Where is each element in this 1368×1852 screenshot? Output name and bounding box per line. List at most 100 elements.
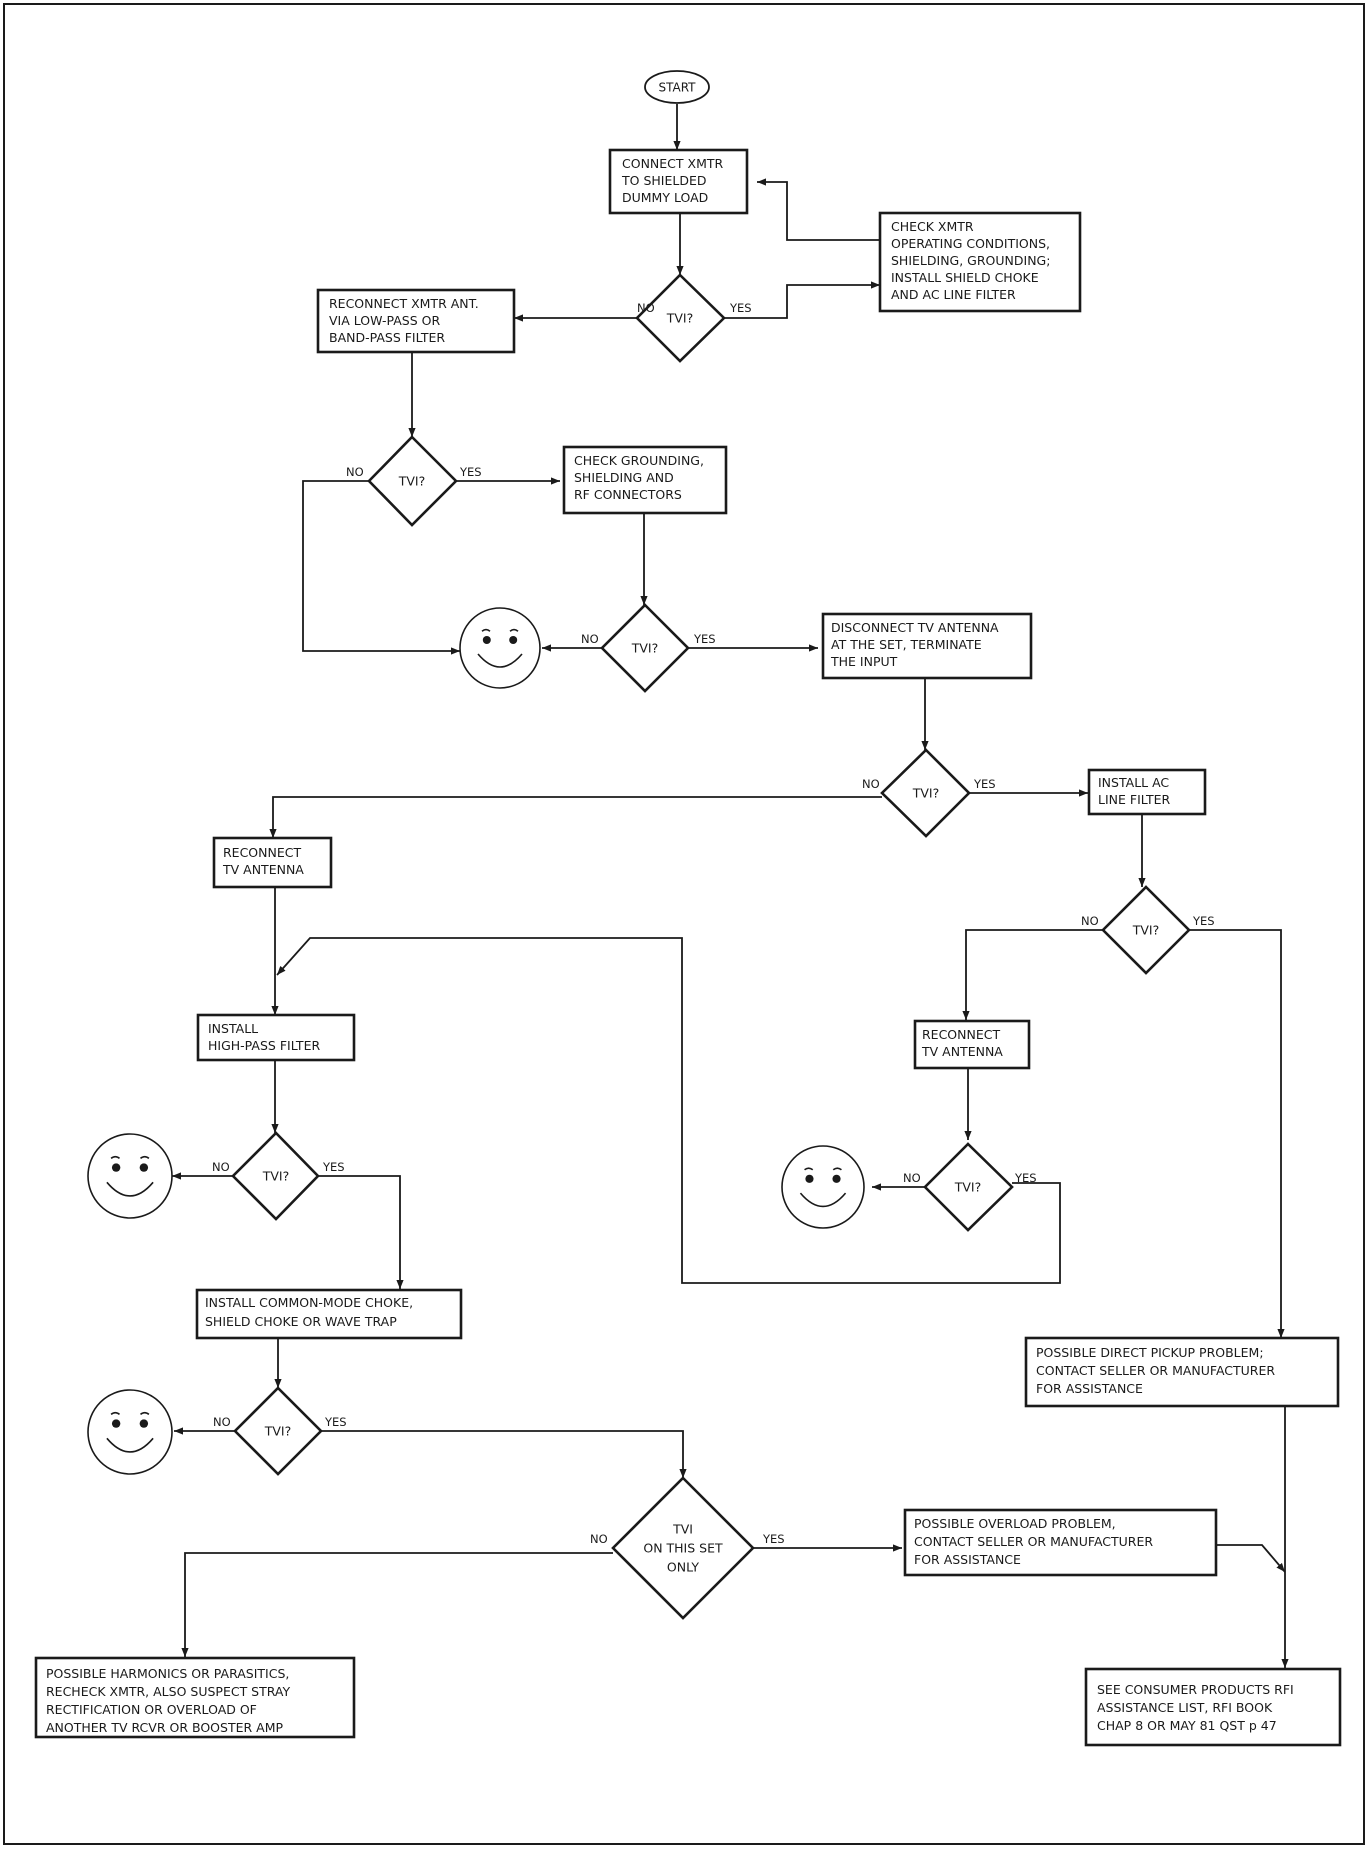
- smiley-face-2-icon: [87, 1133, 173, 1219]
- arrow-d5-yes: [1189, 929, 1285, 1338]
- arrow-d9-no: [181, 1552, 613, 1657]
- b-disconnect-line-2: AT THE SET, TERMINATE: [831, 637, 982, 652]
- box-install-common-mode: [195, 1288, 463, 1340]
- decision-d9-label-1: TVI: [672, 1522, 693, 1537]
- b-commonmode-line-2: SHIELD CHOKE OR WAVE TRAP: [205, 1314, 397, 1329]
- decision-d9-yes-label: YES: [762, 1532, 785, 1546]
- box-overload-problem: [903, 1508, 1218, 1577]
- b-harmonics-line-4: ANOTHER TV RCVR OR BOOSTER AMP: [46, 1720, 283, 1735]
- b-direct-line-1: POSSIBLE DIRECT PICKUP PROBLEM;: [1036, 1345, 1264, 1360]
- box-connect-xmtr: [608, 148, 749, 215]
- b-direct-line-3: FOR ASSISTANCE: [1036, 1381, 1143, 1396]
- faces-group: [87, 607, 865, 1475]
- box-disconnect-tv-antenna: [821, 612, 1033, 680]
- decision-d8-label-1: TVI?: [954, 1180, 982, 1195]
- decision-d3-label-1: TVI?: [631, 641, 659, 656]
- b-installac-line-2: LINE FILTER: [1098, 792, 1171, 807]
- decision-d5-label-1: TVI?: [1132, 923, 1160, 938]
- box-reconnect-tv-antenna-1: [212, 836, 333, 889]
- b-reconnect-tv1-line-1: RECONNECT: [223, 845, 301, 860]
- decision-d9-label-2: ON THIS SET: [643, 1541, 723, 1556]
- box-direct-pickup: [1024, 1336, 1340, 1408]
- decision-diamond-6: [231, 1131, 320, 1221]
- decision-diamond-9: [611, 1476, 755, 1620]
- box-reconnect-xmtr-ant: [316, 288, 516, 354]
- arrow-d7-yes: [321, 1430, 687, 1478]
- b-checkxmtr-line-3: SHIELDING, GROUNDING;: [891, 253, 1050, 268]
- box-reconnect-tv-antenna-2: [913, 1019, 1031, 1070]
- decision-d8-no-label: NO: [903, 1171, 921, 1185]
- b-checkxmtr-line-1: CHECK XMTR: [891, 219, 974, 234]
- connector-lines: [172, 104, 1289, 1668]
- b-reconnect-ant-line-1: RECONNECT XMTR ANT.: [329, 296, 479, 311]
- arrow-d6-yes: [318, 1175, 404, 1289]
- b-direct-line-2: CONTACT SELLER OR MANUFACTURER: [1036, 1363, 1275, 1378]
- decision-d8-yes-label: YES: [1014, 1171, 1037, 1185]
- box-harmonics: [34, 1656, 356, 1739]
- decision-d1-yes-label: YES: [729, 301, 752, 315]
- start-label: START: [658, 81, 696, 95]
- decision-diamond-1: [635, 273, 726, 363]
- decision-d2-label-1: TVI?: [398, 474, 426, 489]
- box-install-high-pass: [196, 1013, 356, 1062]
- smiley-face-3-icon: [87, 1389, 173, 1475]
- b-overload-line-1: POSSIBLE OVERLOAD PROBLEM,: [914, 1516, 1116, 1531]
- decision-d9-label-3: ONLY: [667, 1560, 699, 1575]
- decision-d4-yes-label: YES: [973, 777, 996, 791]
- b-reconnect-ant-line-2: VIA LOW-PASS OR: [329, 313, 440, 328]
- decision-d2-yes-label: YES: [459, 465, 482, 479]
- b-installac-line-1: INSTALL AC: [1098, 775, 1169, 790]
- box-install-ac-filter: [1087, 768, 1207, 816]
- b-checkxmtr-line-4: INSTALL SHIELD CHOKE: [891, 270, 1039, 285]
- b-checkground-line-2: SHIELDING AND: [574, 470, 674, 485]
- decision-d1-no-label: NO: [637, 301, 655, 315]
- b-highpass-line-1: INSTALL: [208, 1021, 258, 1036]
- decision-d5-no-label: NO: [1081, 914, 1099, 928]
- smiley-face-4-icon: [781, 1145, 865, 1229]
- decision-d5-yes-label: YES: [1192, 914, 1215, 928]
- decision-d7-label-1: TVI?: [264, 1424, 292, 1439]
- smiley-face-1-icon: [459, 607, 541, 689]
- box-consumer-products: [1084, 1667, 1342, 1747]
- decision-d4-label-1: TVI?: [912, 786, 940, 801]
- b-checkxmtr-line-2: OPERATING CONDITIONS,: [891, 236, 1050, 251]
- b-connect-line-1: CONNECT XMTR: [622, 156, 723, 171]
- arrow-checkxmtr-to-connect: [757, 178, 880, 241]
- box-check-grounding: [562, 445, 728, 515]
- b-connect-line-3: DUMMY LOAD: [622, 190, 708, 205]
- b-harmonics-line-3: RECTIFICATION OR OVERLOAD OF: [46, 1702, 257, 1717]
- b-reconnect-tv2-line-2: TV ANTENNA: [921, 1044, 1003, 1059]
- b-checkground-line-1: CHECK GROUNDING,: [574, 453, 704, 468]
- b-disconnect-line-1: DISCONNECT TV ANTENNA: [831, 620, 999, 635]
- b-harmonics-line-1: POSSIBLE HARMONICS OR PARASITICS,: [46, 1666, 289, 1681]
- decision-d3-no-label: NO: [581, 632, 599, 646]
- arrow-d1-yes: [724, 281, 880, 319]
- b-reconnect-tv1-line-2: TV ANTENNA: [222, 862, 304, 877]
- decision-diamond-3: [600, 603, 690, 693]
- arrow-d5-no: [962, 929, 1103, 1020]
- b-checkground-line-3: RF CONNECTORS: [574, 487, 682, 502]
- b-overload-line-2: CONTACT SELLER OR MANUFACTURER: [914, 1534, 1153, 1549]
- b-consumer-line-3: CHAP 8 OR MAY 81 QST p 47: [1097, 1718, 1277, 1733]
- decision-diamond-5: [1101, 885, 1191, 975]
- decision-d1-label-1: TVI?: [666, 311, 694, 326]
- decision-diamond-4: [880, 748, 971, 838]
- b-consumer-line-2: ASSISTANCE LIST, RFI BOOK: [1097, 1700, 1273, 1715]
- b-highpass-line-2: HIGH-PASS FILTER: [208, 1038, 320, 1053]
- decision-d7-yes-label: YES: [324, 1415, 347, 1429]
- b-reconnect-ant-line-3: BAND-PASS FILTER: [329, 330, 445, 345]
- decision-d6-no-label: NO: [212, 1160, 230, 1174]
- page-border: [3, 3, 1365, 1845]
- decision-d6-yes-label: YES: [322, 1160, 345, 1174]
- decision-diamond-2: [367, 435, 458, 527]
- box-check-xmtr: [878, 211, 1082, 313]
- arrow-d4-no: [269, 796, 882, 838]
- decision-d7-no-label: NO: [213, 1415, 231, 1429]
- decision-diamond-7: [233, 1386, 323, 1476]
- decision-diamond-8: [923, 1142, 1014, 1232]
- decision-d3-yes-label: YES: [693, 632, 716, 646]
- decision-d4-no-label: NO: [862, 777, 880, 791]
- arrow-d8-yes-loop: [276, 937, 1061, 1284]
- decision-d9-no-label: NO: [590, 1532, 608, 1546]
